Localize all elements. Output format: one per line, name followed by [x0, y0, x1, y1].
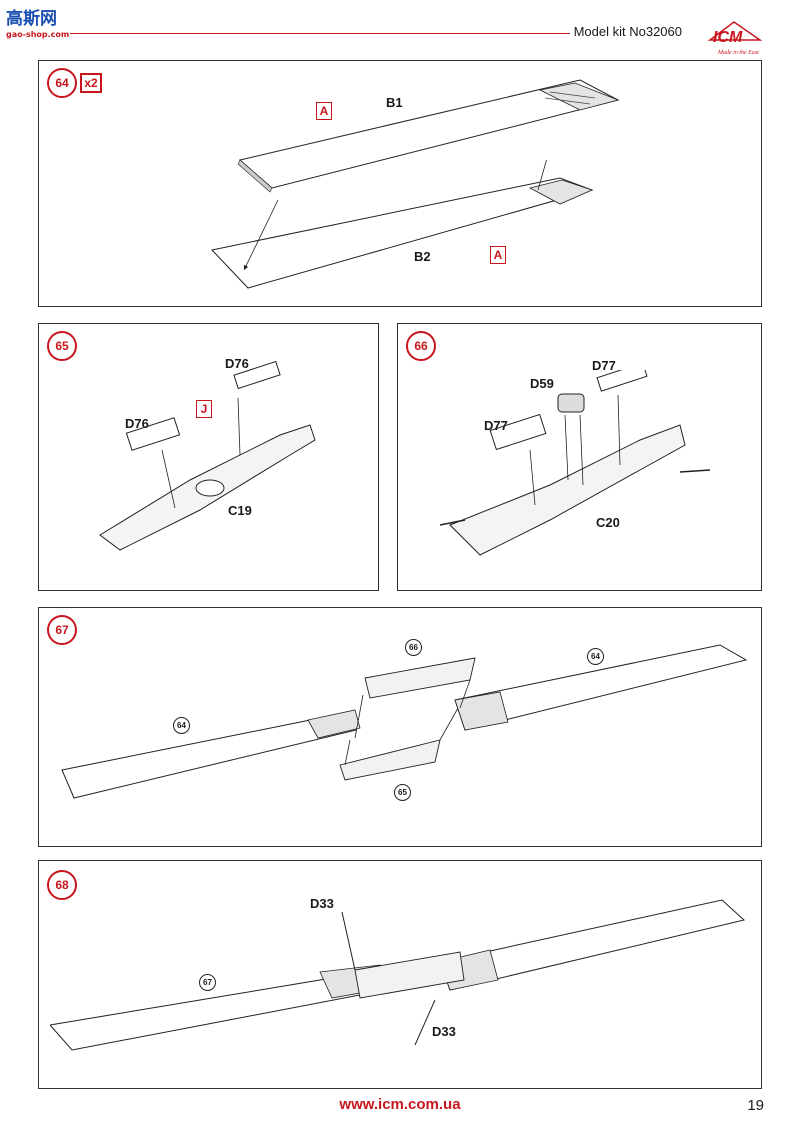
header-rule — [70, 33, 570, 34]
rotor-blade-b1-drawing — [237, 79, 620, 193]
part-label-c19: C19 — [228, 503, 252, 518]
step-65-number: 65 — [47, 331, 77, 361]
footer-website[interactable]: www.icm.com.ua — [339, 1096, 461, 1113]
rotor-blade-b2-drawing — [211, 160, 594, 289]
svg-text:Made in the East: Made in the East — [717, 50, 759, 56]
icm-logo: ICM Made in the East — [706, 18, 764, 58]
model-kit-title: Model kit No32060 — [573, 24, 682, 39]
part-label-c20: C20 — [596, 515, 620, 530]
svg-text:gao-shop.com: gao-shop.com — [6, 30, 69, 39]
hub-c20-drawing — [440, 370, 711, 556]
step-67-number: 67 — [47, 615, 77, 645]
part-label-d76-left: D76 — [125, 416, 149, 431]
step-64-multiplier: x2 — [80, 73, 102, 93]
part-label-d33-top: D33 — [310, 896, 334, 911]
rotor-assembly-67-drawing — [61, 644, 748, 799]
ref-step-66: 66 — [405, 639, 422, 656]
ref-step-67: 67 — [199, 974, 216, 991]
step-64-number: 64 — [47, 68, 77, 98]
hub-c19-drawing — [99, 360, 316, 551]
part-label-d76-right: D76 — [225, 356, 249, 371]
part-label-b2: B2 — [414, 249, 431, 264]
step-66-panel — [397, 323, 762, 591]
paint-code-a-bottom: A — [490, 246, 506, 264]
part-label-d77-left: D77 — [484, 418, 508, 433]
step-65-panel — [38, 323, 379, 591]
step-67-panel — [38, 607, 762, 847]
page-number: 19 — [747, 1097, 764, 1114]
ref-step-65: 65 — [394, 784, 411, 801]
paint-code-j: J — [196, 400, 212, 418]
step-68-number: 68 — [47, 870, 77, 900]
rotor-assembly-68-drawing — [50, 899, 746, 1051]
step-64-panel — [38, 60, 762, 307]
ref-step-64-left: 64 — [173, 717, 190, 734]
ref-step-64-right: 64 — [587, 648, 604, 665]
part-label-d33-bottom: D33 — [432, 1024, 456, 1039]
part-label-d59: D59 — [530, 376, 554, 391]
paint-code-a-top: A — [316, 102, 332, 120]
part-label-b1: B1 — [386, 95, 403, 110]
svg-text:ICM: ICM — [713, 29, 743, 46]
svg-text:高斯网: 高斯网 — [6, 8, 57, 29]
site-watermark-logo: 高斯网 gao-shop.com — [4, 4, 70, 40]
part-label-d77-top: D77 — [592, 358, 616, 373]
step-66-number: 66 — [406, 331, 436, 361]
